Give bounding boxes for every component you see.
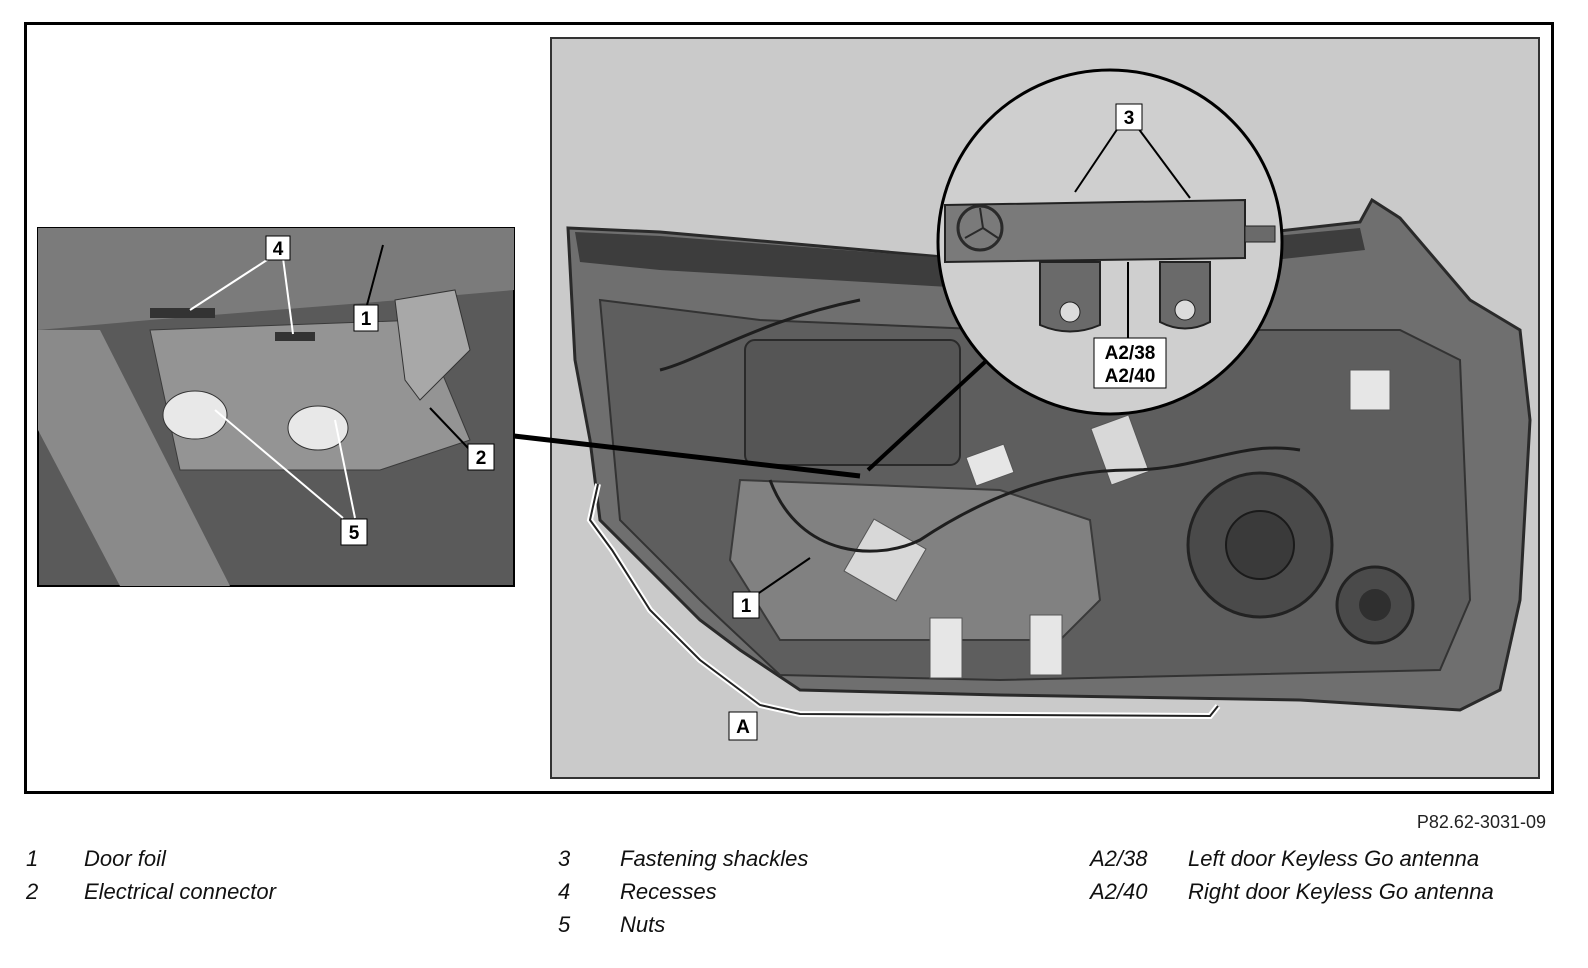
legend-key: A2/40 (1090, 878, 1148, 904)
callout-zoom-3: 3 (1115, 103, 1143, 131)
legend-item: A2/40 Right door Keyless Go antenna (1090, 875, 1494, 908)
legend-text: Electrical connector (84, 878, 276, 904)
legend-key: 1 (26, 845, 39, 871)
svg-text:5: 5 (349, 523, 360, 544)
legend-key: 5 (558, 911, 571, 937)
figure-id: P82.62-3031-09 (1416, 812, 1546, 832)
legend-item: 2 Electrical connector (26, 875, 276, 908)
callout-inset-1: 1 (353, 304, 379, 332)
legend-column-3: A2/38 Left door Keyless Go antenna A2/40… (1090, 842, 1494, 908)
legend-item: 3 Fastening shackles (558, 842, 808, 875)
svg-text:3: 3 (1124, 108, 1135, 129)
legend-text: Recesses (620, 878, 717, 904)
callout-main-1: 1 (732, 591, 760, 619)
legend-key: 3 (558, 845, 571, 871)
callout-main-A: A (728, 711, 758, 741)
callout-zoom-a2-38-40: A2/38 A2/40 (1093, 337, 1167, 389)
inset-photo (37, 227, 861, 587)
callout-inset-5: 5 (340, 518, 368, 546)
legend-item: A2/38 Left door Keyless Go antenna (1090, 842, 1494, 875)
antenna-zoom-circle (866, 68, 1284, 472)
legend-item: 1 Door foil (26, 842, 276, 875)
svg-text:A2/40: A2/40 (1105, 366, 1156, 387)
legend-column-1: 1 Door foil 2 Electrical connector (26, 842, 276, 908)
legend-text: Left door Keyless Go antenna (1188, 845, 1480, 871)
svg-text:1: 1 (361, 309, 372, 330)
legend-text: Fastening shackles (620, 845, 809, 871)
svg-text:A: A (736, 717, 750, 738)
legend-column-2: 3 Fastening shackles 4 Recesses 5 Nuts (558, 842, 808, 941)
legend-item: 4 Recesses (558, 875, 808, 908)
callout-inset-4: 4 (265, 235, 291, 261)
legend-key: 4 (558, 878, 571, 904)
legend-key: 2 (26, 878, 39, 904)
legend-text: Right door Keyless Go antenna (1188, 878, 1494, 904)
svg-text:2: 2 (476, 448, 487, 469)
svg-text:4: 4 (273, 239, 284, 260)
legend-text: Nuts (620, 911, 666, 937)
svg-text:A2/38: A2/38 (1105, 343, 1156, 364)
svg-text:1: 1 (741, 596, 752, 617)
legend-item: 5 Nuts (558, 908, 808, 941)
legend-text: Door foil (84, 845, 166, 871)
legend-key: A2/38 (1090, 845, 1148, 871)
callout-inset-2: 2 (467, 443, 495, 471)
